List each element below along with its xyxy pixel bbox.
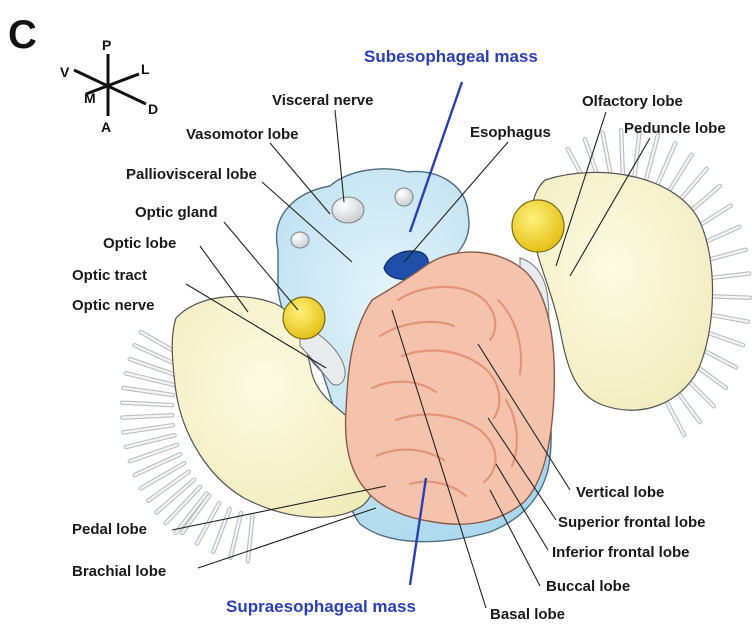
palliovisceral-lobe-label: Palliovisceral lobe	[126, 166, 257, 183]
left-optic-nerve-fiber	[148, 472, 189, 501]
buccal-lobe-label: Buccal lobe	[546, 578, 630, 595]
vasomotor-bead	[332, 197, 364, 223]
optic-nerve-label: Optic nerve	[72, 297, 155, 314]
compass-lateral: L	[141, 61, 150, 77]
visceral-nerve-label: Visceral nerve	[272, 92, 373, 109]
brachial-lobe-label: Brachial lobe	[72, 563, 166, 580]
compass-dorsal: D	[148, 101, 158, 117]
left-optic-nerve-fiber	[123, 388, 172, 395]
olfactory-lobe-label: Olfactory lobe	[582, 93, 683, 110]
orientation-compass: P V L M D A	[60, 37, 158, 135]
vasomotor-lobe-label: Vasomotor lobe	[186, 126, 299, 143]
basal-lobe-label: Basal lobe	[490, 606, 565, 623]
left-optic-nerve-fiber	[230, 513, 241, 558]
left-optic-nerve-fiber	[124, 425, 173, 432]
supraesophageal-mass-label: Supraesophageal mass	[226, 597, 416, 616]
optic-tract-label: Optic tract	[72, 267, 147, 284]
palliovisceral-bead	[291, 232, 309, 248]
visceral-bead	[395, 188, 413, 206]
compass-posterior: P	[102, 37, 111, 53]
right-optic-gland	[512, 200, 564, 252]
right-optic-lobe	[532, 172, 713, 410]
compass-ventral: V	[60, 64, 70, 80]
right-optic-nerve-fiber	[656, 143, 675, 187]
left-optic-gland	[283, 297, 325, 339]
esophagus-label: Esophagus	[470, 124, 551, 141]
compass-medial: M	[84, 90, 96, 106]
left-optic-nerve-fiber	[213, 509, 229, 552]
optic-lobe-label: Optic lobe	[103, 235, 176, 252]
compass-anterior: A	[101, 119, 111, 135]
left-optic-nerve-fiber	[126, 373, 175, 385]
superior-frontal-lobe-label: Superior frontal lobe	[558, 514, 706, 531]
vertical-lobe-label: Vertical lobe	[576, 484, 664, 501]
left-optic-nerve-fiber	[126, 435, 175, 447]
subesophageal-mass-label: Subesophageal mass	[364, 47, 538, 66]
panel-letter: C	[8, 13, 37, 57]
optic-gland-label: Optic gland	[135, 204, 218, 221]
inferior-frontal-lobe-label: Inferior frontal lobe	[552, 544, 690, 561]
pedal-lobe-label: Pedal lobe	[72, 521, 147, 538]
peduncle-lobe-label: Peduncle lobe	[624, 120, 726, 137]
